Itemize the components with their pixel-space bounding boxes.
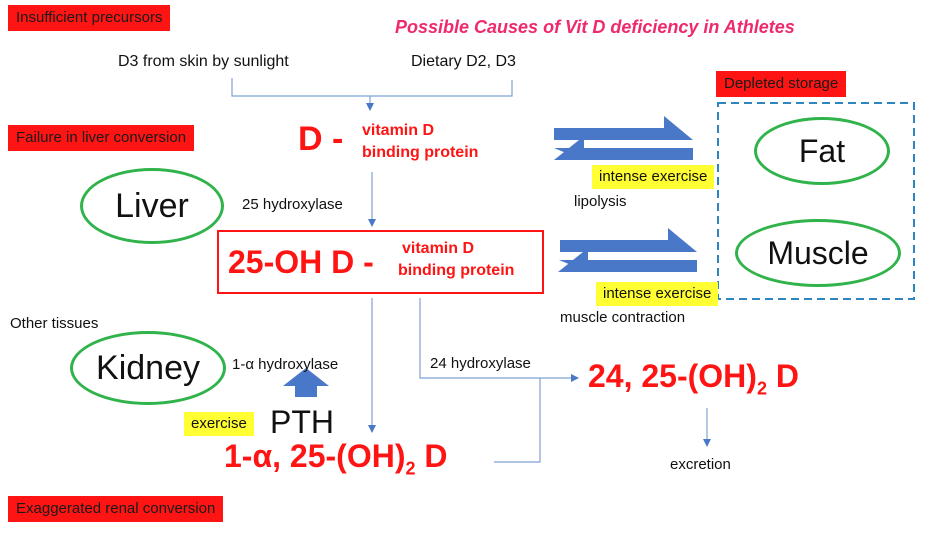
inactive-prefix: 24, 25-(OH) xyxy=(588,358,757,394)
exercise-label: exercise xyxy=(184,412,254,436)
label-failure-liver: Failure in liver conversion xyxy=(8,125,195,151)
arrow-25ohd-to-2425 xyxy=(419,298,579,382)
organ-muscle: Muscle xyxy=(735,219,901,287)
source-skin: D3 from skin by sunlight xyxy=(118,53,289,70)
arrow-from-muscle xyxy=(559,260,697,272)
arrow-to-fat xyxy=(554,116,693,140)
source-merge-line xyxy=(231,78,513,97)
label-exaggerated-renal: Exaggerated renal conversion xyxy=(8,496,224,522)
25ohd-binding-line1: vitamin D xyxy=(402,240,475,257)
line-calcitriol-to-2425 xyxy=(494,378,541,463)
other-tissues-label: Other tissues xyxy=(10,315,99,332)
inactive-sub: 2 xyxy=(756,378,767,399)
organ-fat-label: Fat xyxy=(798,132,846,169)
organ-kidney: Kidney xyxy=(70,331,226,405)
enzyme-1a-hydroxylase: 1-α hydroxylase xyxy=(232,356,339,373)
intense-exercise-muscle: intense exercise xyxy=(596,282,719,306)
25ohd-box xyxy=(217,230,544,294)
calcitriol-suffix: D xyxy=(415,438,448,474)
25ohd-binding-protein: vitamin D binding protein xyxy=(398,238,514,282)
pth-label: PTH xyxy=(270,404,334,440)
organ-liver: Liver xyxy=(80,168,224,244)
enzyme-25-hydroxylase: 25 hydroxylase xyxy=(242,196,343,213)
25ohd-binding-line2: binding protein xyxy=(398,262,515,279)
lipolysis-label: lipolysis xyxy=(574,193,627,210)
calcitriol-sub: 2 xyxy=(405,458,416,479)
diagram-title: Possible Causes of Vit D deficiency in A… xyxy=(395,17,795,37)
storage-dashed-box xyxy=(717,102,915,300)
organ-muscle-label: Muscle xyxy=(767,234,869,271)
d-binding-line1: vitamin D xyxy=(362,122,435,139)
d-binding-line2: binding protein xyxy=(362,144,479,161)
25ohd-main: 25-OH D - xyxy=(228,244,374,280)
organ-fat: Fat xyxy=(754,117,890,185)
source-dietary: Dietary D2, D3 xyxy=(411,53,516,70)
calcitriol-product: 1-α, 25-(OH)2 D xyxy=(224,438,447,479)
label-insufficient-precursors: Insufficient precursors xyxy=(8,5,171,31)
d-main: D - xyxy=(298,120,344,158)
intense-exercise-fat: intense exercise xyxy=(592,165,715,189)
d-binding-protein: vitamin D binding protein xyxy=(362,120,478,164)
excretion-label: excretion xyxy=(670,456,731,473)
enzyme-24-hydroxylase: 24 hydroxylase xyxy=(430,355,531,372)
calcitriol-prefix: 1-α, 25-(OH) xyxy=(224,438,406,474)
muscle-contraction-label: muscle contraction xyxy=(560,309,686,326)
arrow-to-muscle xyxy=(560,228,697,252)
label-depleted-storage: Depleted storage xyxy=(716,71,847,97)
pth-up-arrow xyxy=(283,368,329,397)
organ-kidney-label: Kidney xyxy=(96,348,200,387)
inactive-suffix: D xyxy=(766,358,799,394)
inactive-product: 24, 25-(OH)2 D xyxy=(588,358,799,399)
organ-liver-label: Liver xyxy=(115,186,189,225)
